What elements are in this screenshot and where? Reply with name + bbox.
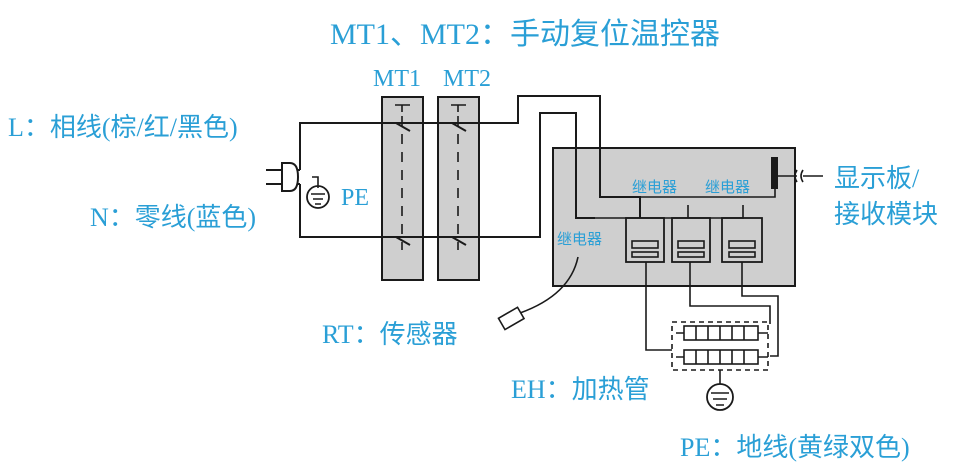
heater-label: EH：加热管 [511,375,650,404]
heater-wire-1 [645,262,672,351]
mt2-internal [451,104,466,250]
relay-label-left: 继电器 [557,230,602,248]
diagram-title: MT1、MT2：手动复位温控器 [330,18,720,51]
mt2-contacts [451,122,467,246]
plug-ground-icon [306,176,330,209]
relay-1 [625,217,665,263]
mt2-label: MT2 [443,66,491,92]
neutral-wire-label: N：零线(蓝色) [90,203,256,232]
neutral-wire [299,112,595,238]
live-wire-label: L：相线(棕/红/黑色) [8,113,238,142]
relay-3 [721,217,763,263]
relay-label-top-2: 继电器 [705,178,750,196]
display-label-line1: 显示板/ [834,164,920,193]
display-label-line2: 接收模块 [834,200,938,229]
ground-label: PE：地线(黄绿双色) [680,433,910,462]
display-connector-icon [771,157,823,189]
mt1-internal [395,104,410,250]
sensor-cable [519,256,579,314]
power-plug-icon [266,162,300,192]
live-wire [299,95,641,236]
relay-label-top-1: 继电器 [632,178,677,196]
sensor-label: RT：传感器 [322,320,458,349]
heater-element-icon [671,321,769,371]
heater-wire-2 [689,262,771,324]
heater-ground-icon [706,370,734,411]
mt1-label: MT1 [373,66,421,92]
mt1-contacts [395,122,411,246]
relay-feed-wire [595,205,744,219]
plug-pe-label: PE [341,185,369,211]
relay-2 [671,217,711,263]
heater-wire-3 [741,262,779,357]
sensor-probe-icon [497,306,526,331]
